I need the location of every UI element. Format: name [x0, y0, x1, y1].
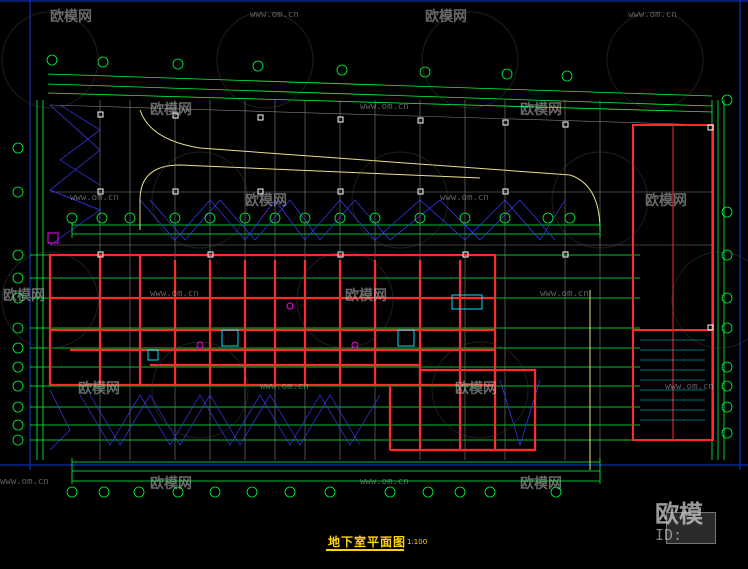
fixtures	[47, 232, 483, 361]
parking-hatch	[49, 104, 566, 451]
watermark-url: www.om.cn	[360, 102, 409, 112]
watermark-brand: 欧模网	[3, 288, 45, 304]
watermark-brand: 欧模网	[245, 193, 287, 209]
drawing-title-underline	[326, 549, 404, 551]
watermark-url: www.om.cn	[665, 382, 714, 392]
watermark-big-brand: 欧模	[655, 500, 703, 528]
right-stair-core	[632, 124, 714, 441]
vehicle-ramp	[139, 109, 601, 470]
drawing-title: 地下室平面图	[328, 535, 407, 549]
watermark-brand: 欧模网	[345, 288, 387, 304]
watermark-brand: 欧模网	[425, 9, 467, 25]
structural-columns	[97, 111, 714, 331]
watermark-url: www.om.cn	[70, 193, 119, 203]
axis-bubbles-left	[12, 142, 24, 446]
watermark-brand: 欧模网	[150, 102, 192, 118]
watermark-url: www.om.cn	[250, 10, 299, 20]
axis-bubbles-top	[46, 54, 576, 224]
dimension-ticks	[71, 222, 601, 484]
watermark-url: www.om.cn	[440, 193, 489, 203]
drawing-scale: 1:100	[407, 538, 428, 546]
watermark-brand: 欧模网	[455, 381, 497, 397]
watermark-brand: 欧模网	[78, 381, 120, 397]
watermark-rings	[1, 11, 748, 439]
watermark-brand: 欧模网	[50, 9, 92, 25]
watermark-brand: 欧模网	[150, 476, 192, 492]
watermark-url: www.om.cn	[0, 477, 49, 487]
watermark-url: www.om.cn	[540, 289, 589, 299]
watermark-url: www.om.cn	[628, 10, 677, 20]
left-dimension-lines	[30, 100, 640, 460]
watermark-id: ID:	[655, 526, 683, 544]
watermark-brand: 欧模网	[645, 193, 687, 209]
basement-walls	[48, 253, 537, 452]
watermark-brand: 欧模网	[520, 476, 562, 492]
top-dimension-lines	[47, 73, 713, 482]
watermark-brand: 欧模网	[520, 102, 562, 118]
watermark-thumbnail	[666, 512, 716, 544]
watermark-url: www.om.cn	[150, 289, 199, 299]
watermark-url: www.om.cn	[360, 477, 409, 487]
watermark-url: www.om.cn	[260, 382, 309, 392]
drawing-frame	[0, 0, 748, 470]
axis-bubbles-right	[721, 94, 733, 439]
axis-bubbles-bottom	[66, 486, 562, 498]
